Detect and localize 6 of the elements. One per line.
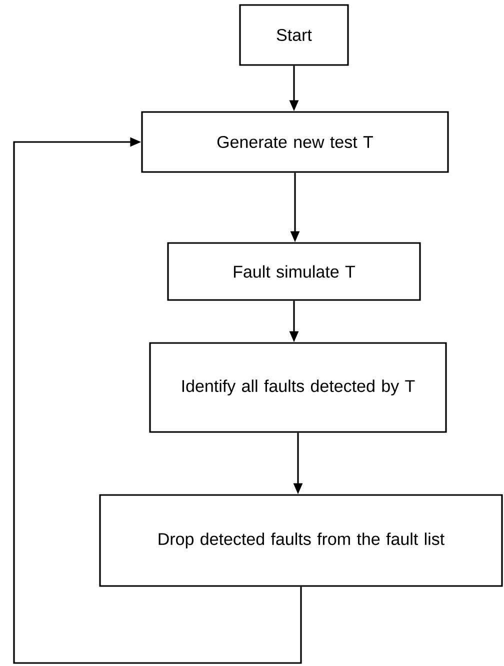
process-box: Start	[239, 4, 349, 66]
arrow	[13, 137, 302, 664]
process-box: Identify all faults detected by T	[149, 342, 447, 433]
process-box: Generate new test T	[141, 111, 449, 173]
process-box: Fault simulate T	[167, 242, 421, 301]
process-box: Drop detected faults from the fault list	[99, 494, 503, 587]
